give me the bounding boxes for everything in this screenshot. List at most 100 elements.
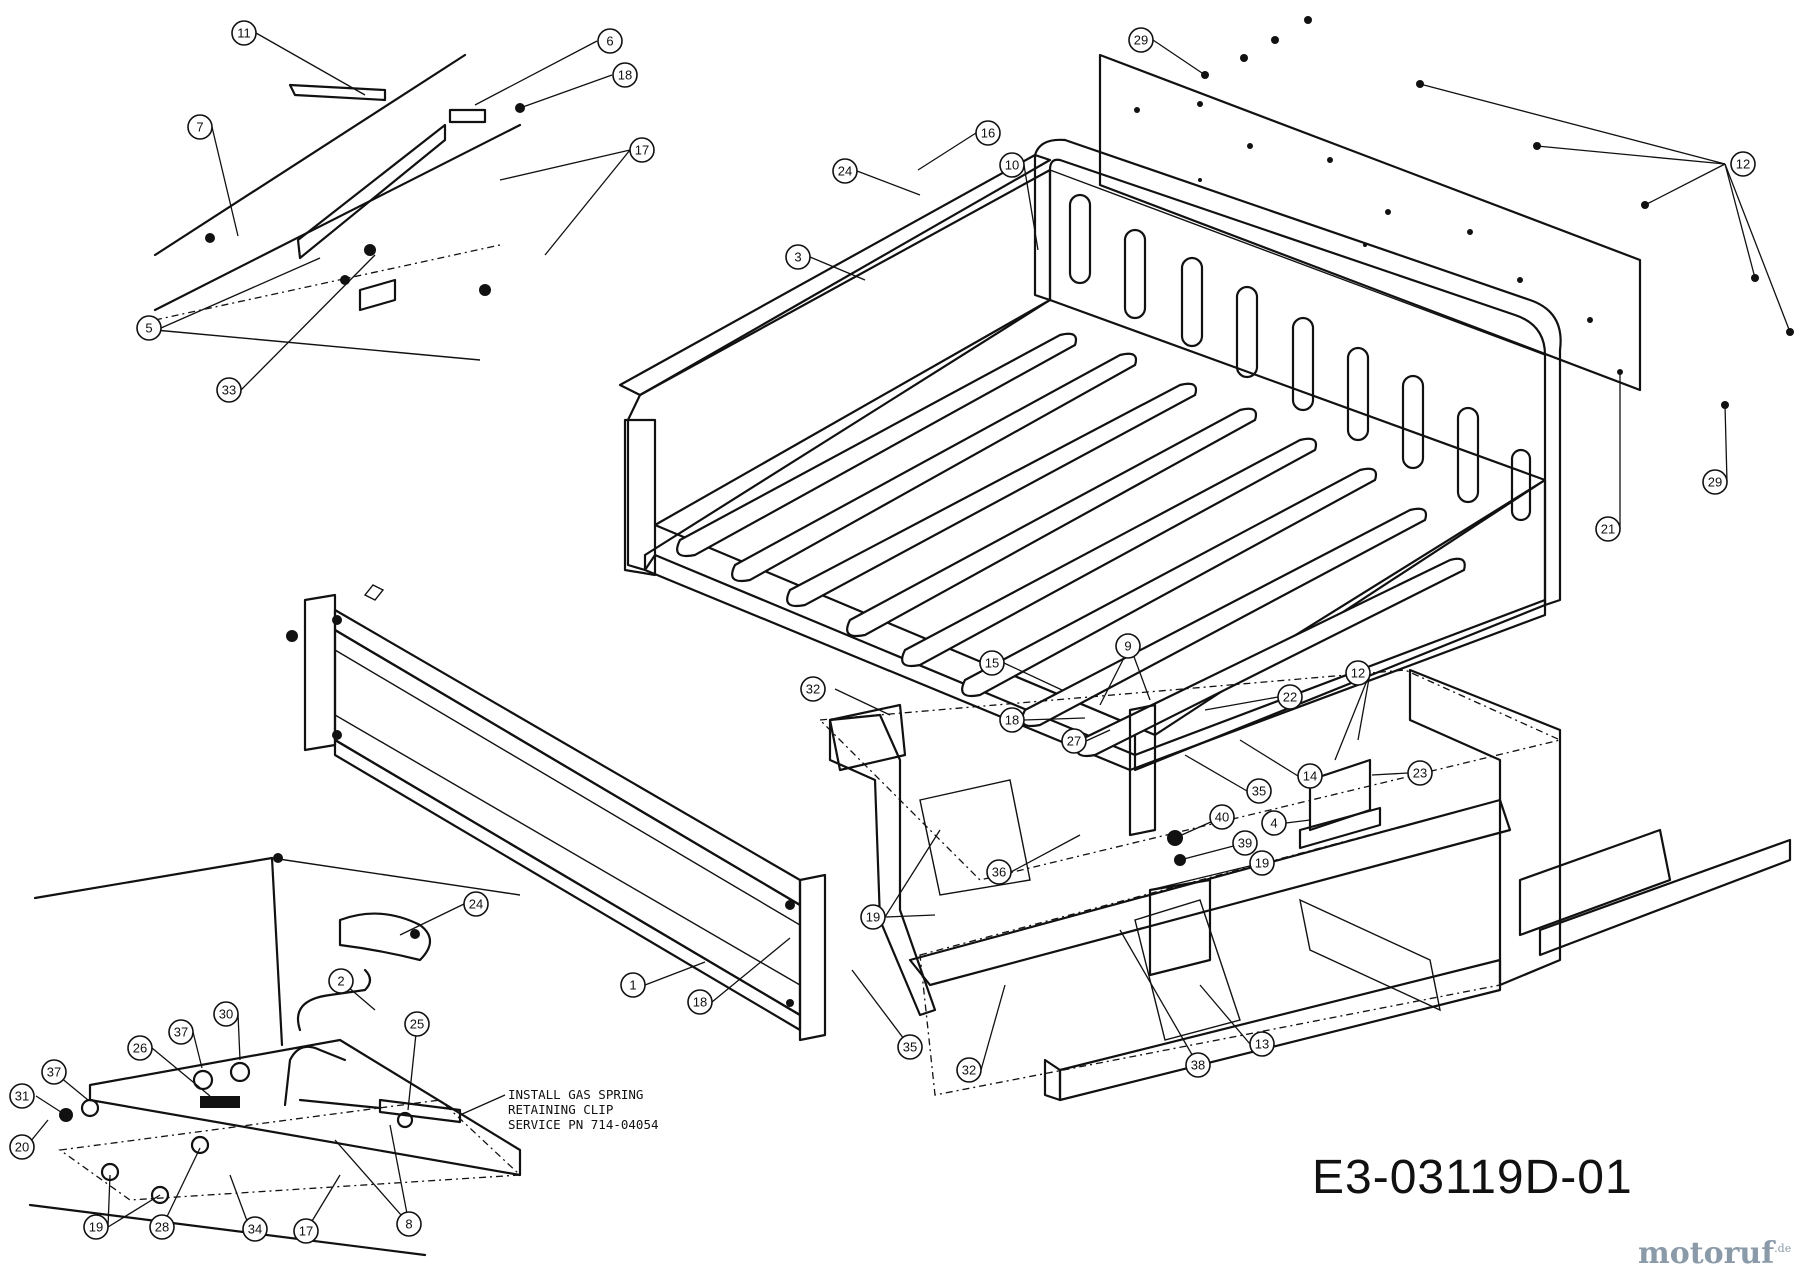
svg-text:5: 5 bbox=[145, 321, 152, 336]
callout-31: 31 bbox=[9, 1083, 35, 1109]
callout-34: 34 bbox=[242, 1216, 268, 1242]
svg-text:17: 17 bbox=[299, 1224, 313, 1239]
callouts: 11 6 18 7 17 5 33 24 16 10 3 29 12 29 21… bbox=[9, 20, 1756, 1244]
svg-text:18: 18 bbox=[618, 68, 632, 83]
callout-27: 27 bbox=[1061, 728, 1087, 754]
svg-text:24: 24 bbox=[838, 164, 852, 179]
callout-1: 1 bbox=[620, 972, 646, 998]
svg-text:35: 35 bbox=[1252, 784, 1266, 799]
svg-text:27: 27 bbox=[1067, 734, 1081, 749]
svg-text:19: 19 bbox=[1255, 856, 1269, 871]
svg-text:30: 30 bbox=[219, 1007, 233, 1022]
frame bbox=[818, 668, 1792, 1102]
svg-text:16: 16 bbox=[981, 126, 995, 141]
callout-32-top: 32 bbox=[800, 676, 826, 702]
svg-text:13: 13 bbox=[1255, 1037, 1269, 1052]
callout-35-bottom: 35 bbox=[897, 1034, 923, 1060]
callout-24-top: 24 bbox=[832, 158, 858, 184]
svg-text:24: 24 bbox=[469, 897, 483, 912]
callout-35-mid: 35 bbox=[1246, 778, 1272, 804]
callout-37-upper: 37 bbox=[168, 1019, 194, 1045]
svg-text:40: 40 bbox=[1215, 810, 1229, 825]
svg-text:3: 3 bbox=[794, 250, 801, 265]
floor-ribs bbox=[676, 332, 1466, 758]
svg-text:39: 39 bbox=[1238, 836, 1252, 851]
svg-text:37: 37 bbox=[174, 1025, 188, 1040]
callout-18-mid: 18 bbox=[999, 707, 1025, 733]
callout-19-right: 19 bbox=[1249, 850, 1275, 876]
svg-text:19: 19 bbox=[866, 910, 880, 925]
callout-11: 11 bbox=[231, 20, 257, 46]
callout-26: 26 bbox=[127, 1035, 153, 1061]
drawing-code: E3-03119D-01 bbox=[1312, 1151, 1633, 1204]
callout-32-bottom: 32 bbox=[956, 1057, 982, 1083]
callout-18-top: 18 bbox=[612, 62, 638, 88]
svg-text:10: 10 bbox=[1005, 158, 1019, 173]
leader-lines bbox=[25, 32, 1791, 1232]
svg-text:11: 11 bbox=[237, 26, 251, 41]
svg-text:37: 37 bbox=[47, 1065, 61, 1080]
callout-5: 5 bbox=[136, 315, 162, 341]
svg-text:6: 6 bbox=[606, 34, 613, 49]
svg-text:25: 25 bbox=[410, 1017, 424, 1032]
svg-text:14: 14 bbox=[1303, 769, 1317, 784]
callout-15: 15 bbox=[979, 650, 1005, 676]
cargo-box bbox=[618, 138, 1562, 837]
callout-22: 22 bbox=[1277, 684, 1303, 710]
callout-30: 30 bbox=[213, 1001, 239, 1027]
svg-text:26: 26 bbox=[133, 1041, 147, 1056]
callout-19-bottom: 19 bbox=[83, 1214, 109, 1240]
svg-text:34: 34 bbox=[248, 1222, 262, 1237]
callout-28: 28 bbox=[149, 1214, 175, 1240]
svg-text:9: 9 bbox=[1124, 639, 1131, 654]
callout-33: 33 bbox=[216, 377, 242, 403]
hinge-detail bbox=[153, 53, 525, 361]
svg-text:31: 31 bbox=[15, 1089, 29, 1104]
callout-25: 25 bbox=[404, 1011, 430, 1037]
callout-4: 4 bbox=[1261, 810, 1287, 836]
callout-21: 21 bbox=[1595, 516, 1621, 542]
callout-23: 23 bbox=[1407, 760, 1433, 786]
svg-text:4: 4 bbox=[1270, 816, 1277, 831]
callout-9: 9 bbox=[1115, 633, 1141, 659]
svg-text:22: 22 bbox=[1283, 690, 1297, 705]
callout-19-left: 19 bbox=[860, 904, 886, 930]
callout-29-top: 29 bbox=[1128, 27, 1154, 53]
callout-7: 7 bbox=[187, 114, 213, 140]
callout-29-right: 29 bbox=[1702, 469, 1728, 495]
svg-text:17: 17 bbox=[635, 143, 649, 158]
svg-text:18: 18 bbox=[693, 995, 707, 1010]
callout-3: 3 bbox=[785, 244, 811, 270]
svg-text:12: 12 bbox=[1351, 666, 1365, 681]
callout-17-top: 17 bbox=[629, 137, 655, 163]
svg-text:23: 23 bbox=[1413, 766, 1427, 781]
svg-text:32: 32 bbox=[962, 1063, 976, 1078]
callout-13: 13 bbox=[1249, 1031, 1275, 1057]
svg-text:35: 35 bbox=[903, 1040, 917, 1055]
watermark-tld: .de bbox=[1774, 1242, 1792, 1255]
callout-20: 20 bbox=[9, 1134, 35, 1160]
svg-text:20: 20 bbox=[15, 1140, 29, 1155]
svg-text:12: 12 bbox=[1736, 157, 1750, 172]
callout-36: 36 bbox=[986, 859, 1012, 885]
svg-text:7: 7 bbox=[196, 120, 203, 135]
watermark-brand: motoruf bbox=[1638, 1236, 1775, 1271]
install-note-line: SERVICE PN 714-04054 bbox=[508, 1117, 659, 1132]
tailgate bbox=[286, 584, 827, 1042]
callout-16: 16 bbox=[975, 120, 1001, 146]
callout-18-bottom: 18 bbox=[687, 989, 713, 1015]
callout-39: 39 bbox=[1232, 830, 1258, 856]
callout-40: 40 bbox=[1209, 804, 1235, 830]
svg-text:29: 29 bbox=[1134, 33, 1148, 48]
svg-text:19: 19 bbox=[89, 1220, 103, 1235]
callout-10: 10 bbox=[999, 152, 1025, 178]
callout-38: 38 bbox=[1185, 1052, 1211, 1078]
callout-17-bottom: 17 bbox=[293, 1218, 319, 1244]
svg-text:28: 28 bbox=[155, 1220, 169, 1235]
svg-text:29: 29 bbox=[1708, 475, 1722, 490]
svg-text:1: 1 bbox=[629, 978, 636, 993]
svg-text:15: 15 bbox=[985, 656, 999, 671]
svg-text:32: 32 bbox=[806, 682, 820, 697]
callout-8: 8 bbox=[396, 1211, 422, 1237]
